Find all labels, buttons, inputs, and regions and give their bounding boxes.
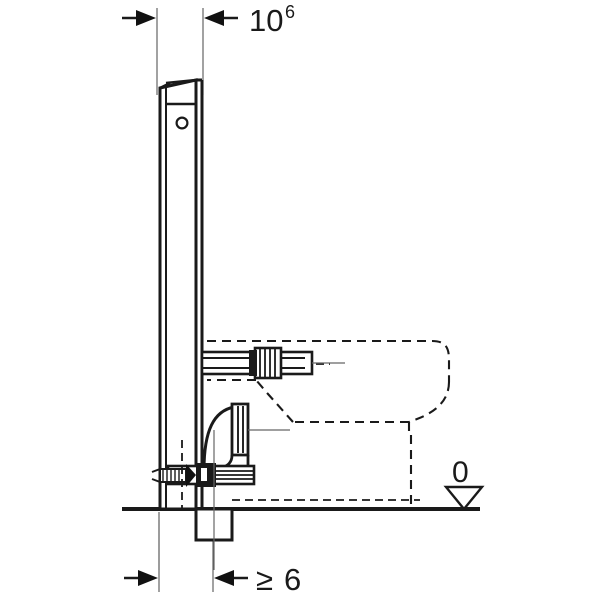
- bottom-dimension-label: ≥ 6: [256, 562, 301, 597]
- bottom-dimension-operator: ≥: [256, 562, 273, 597]
- top-dimension-label: 10 6: [249, 2, 295, 38]
- top-dimension-value: 10: [249, 3, 283, 38]
- top-dimension-superscript: 6: [285, 2, 295, 22]
- bottom-dimension-value: 6: [284, 562, 301, 597]
- level-datum-label: 0: [452, 456, 469, 489]
- inspection-port-circle: [175, 116, 189, 130]
- level-triangle-icon: [443, 485, 485, 511]
- sanitary-module-panel: [158, 78, 204, 511]
- top-dimension-arrows: [122, 10, 238, 26]
- toilet-bowl-outline: [207, 339, 451, 510]
- floor-drain-box: [194, 499, 420, 542]
- water-supply-connector: [151, 464, 196, 487]
- centre-lines: [158, 362, 345, 570]
- level-datum-marker: 0: [443, 456, 485, 511]
- waste-elbow-bend: [202, 402, 250, 471]
- bottom-dimension-arrows: [124, 570, 248, 586]
- flush-pipe-connector: [200, 346, 314, 380]
